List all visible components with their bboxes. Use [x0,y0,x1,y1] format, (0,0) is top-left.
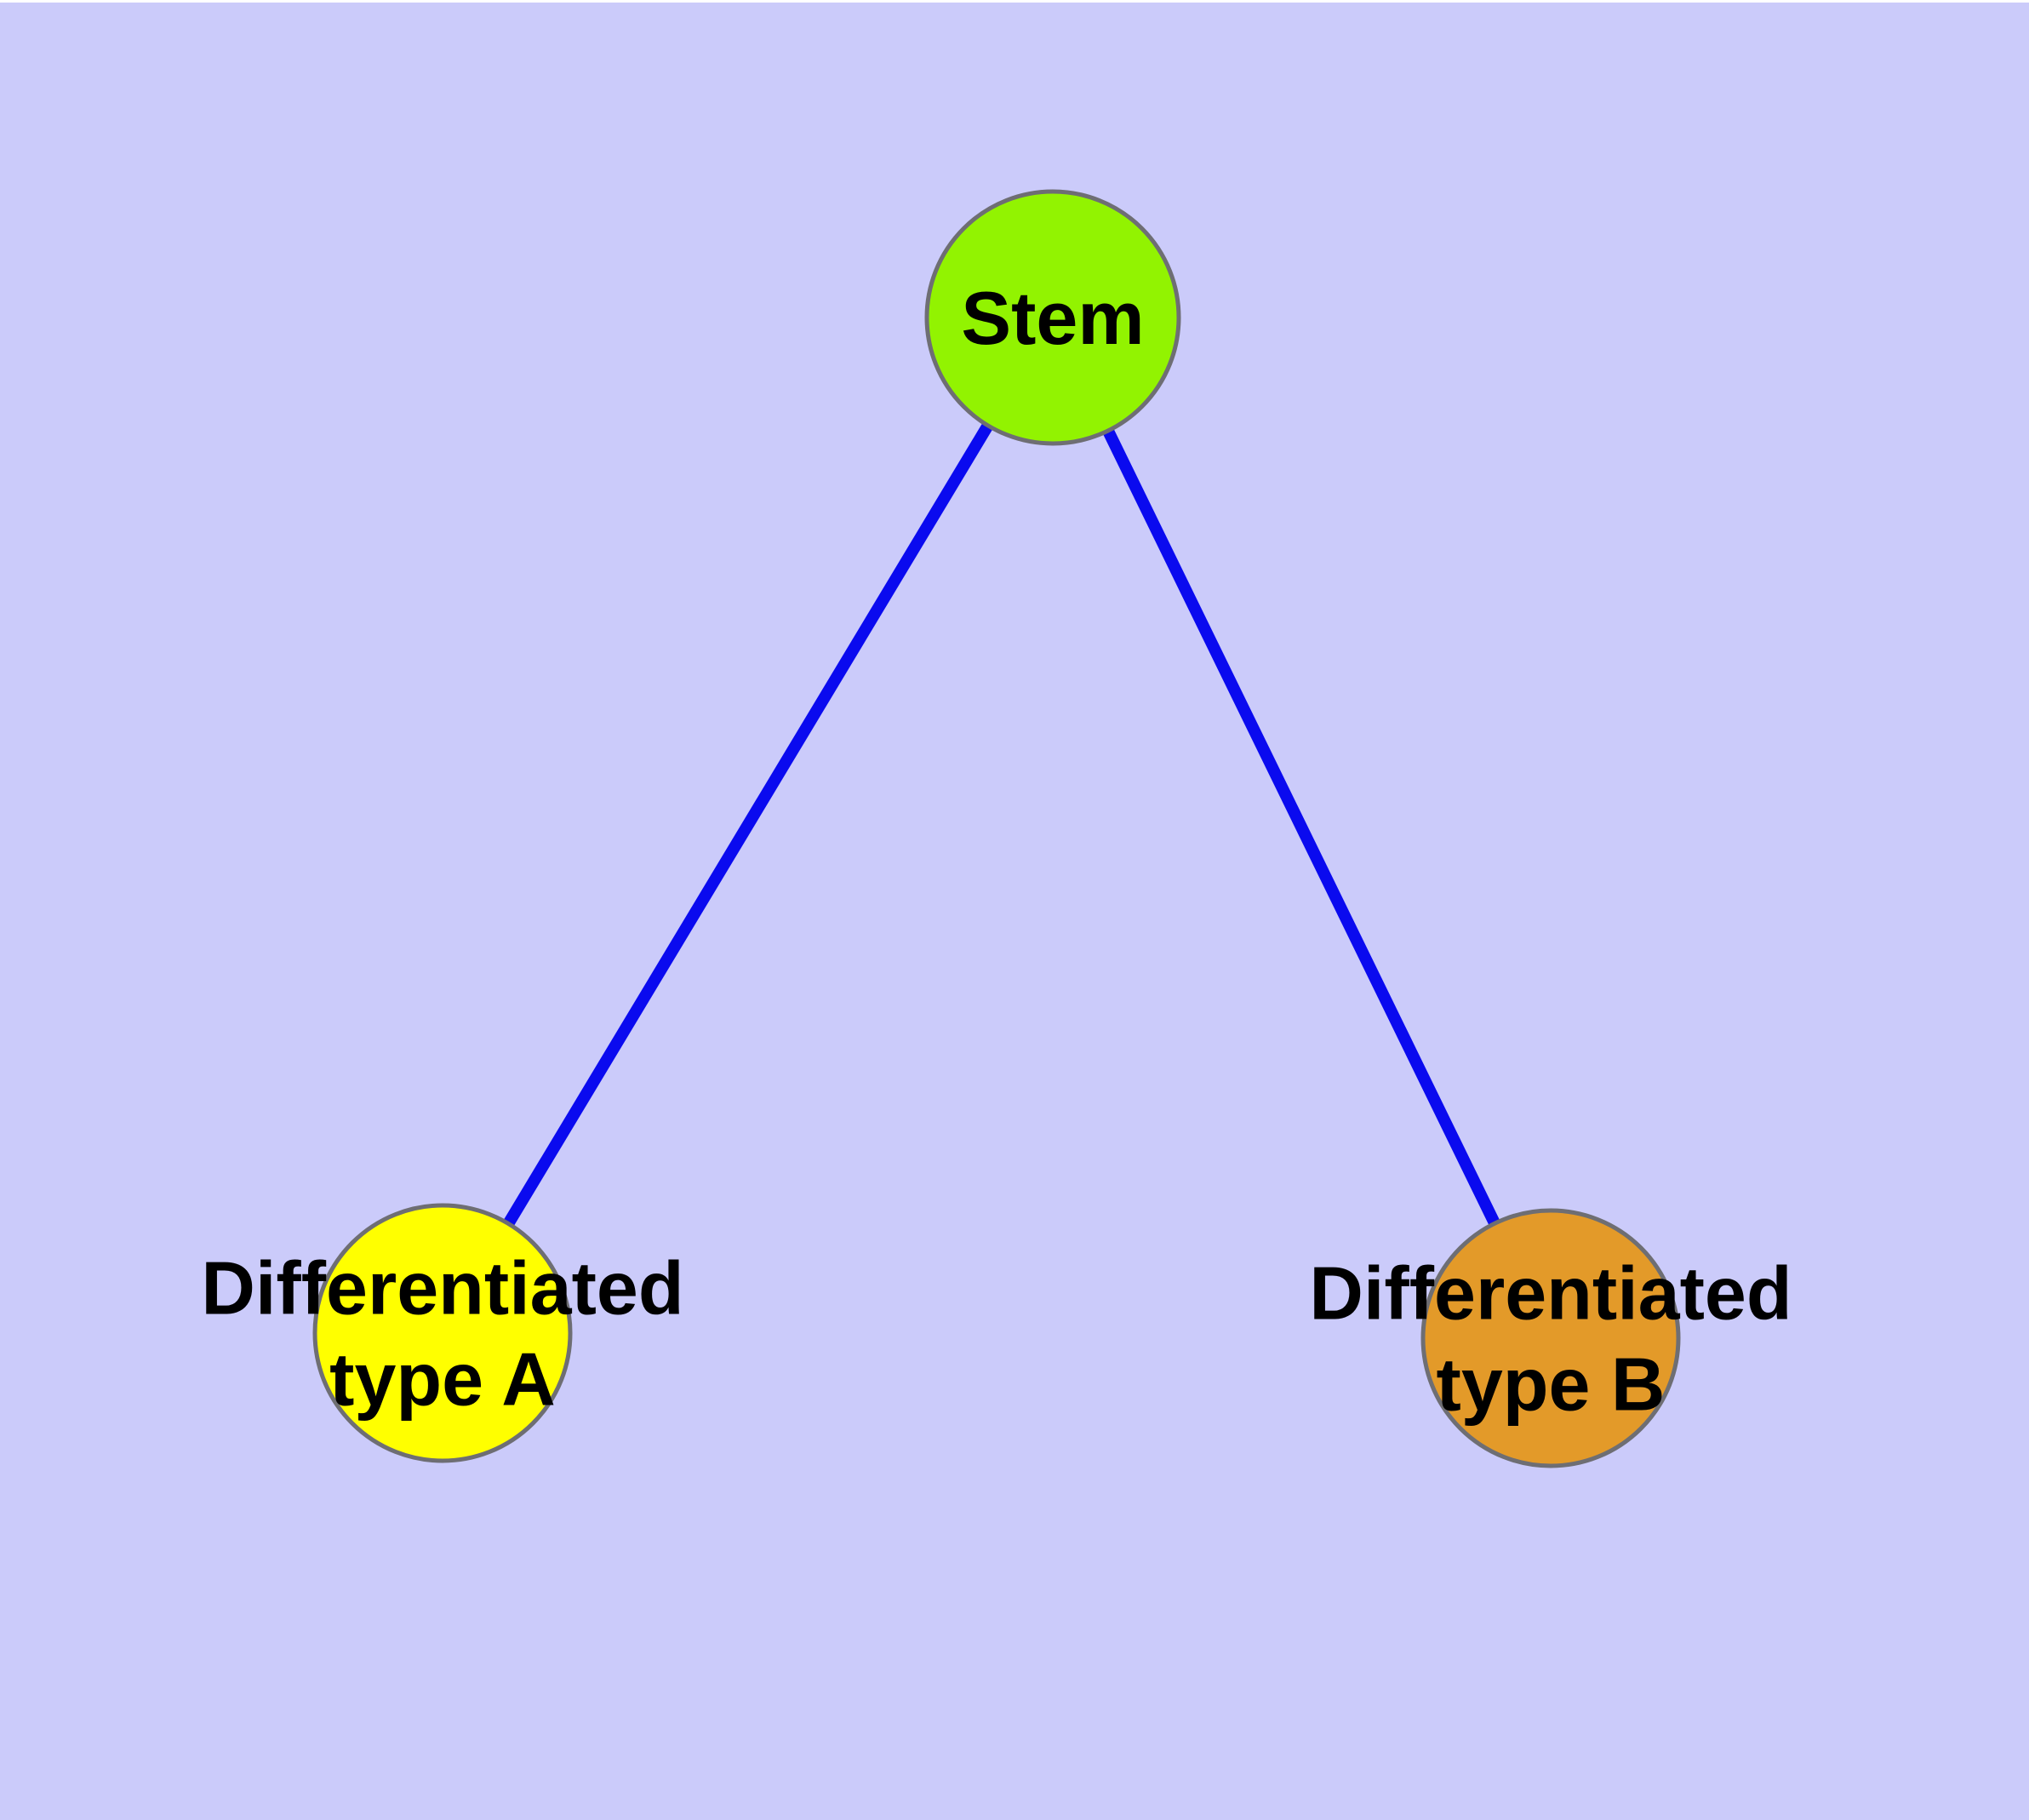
node-label-line: Differentiated [1309,1251,1792,1335]
edge-stem-to-differentiated-type-a [437,314,1058,1336]
node-label-stem: Stem [961,276,1144,360]
node-differentiated-type-b[interactable] [1420,1208,1681,1468]
top-edge-strip [0,0,2029,3]
node-label-line: Differentiated [201,1245,683,1330]
node-label-line: type A [329,1336,556,1421]
node-label-line: type B [1437,1342,1666,1426]
edges-layer [437,314,1557,1342]
node-stem[interactable] [924,189,1181,446]
node-label-line: Stem [961,276,1144,360]
edge-stem-to-differentiated-type-b [1047,314,1557,1342]
node-differentiated-type-a[interactable] [312,1203,573,1463]
nodes-layer [312,189,1681,1468]
